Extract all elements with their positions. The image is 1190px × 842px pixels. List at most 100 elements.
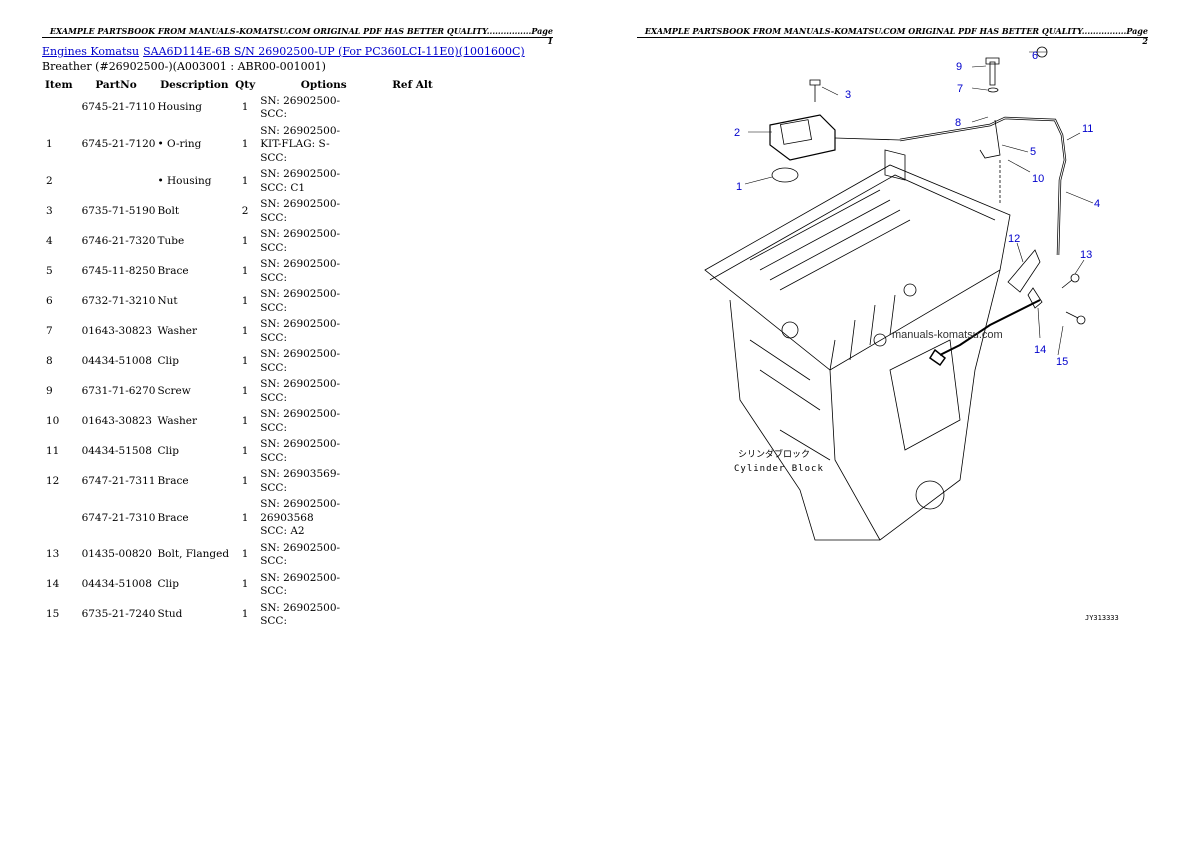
cell-refalt [389,570,436,600]
option-line: SCC: C1 [260,181,306,194]
option-line: SN: 26902500- [260,288,341,300]
cell-options: SN: 26902500-SCC: [258,227,389,257]
cell-options: SN: 26902500-KIT-FLAG: S-SCC: [258,123,389,167]
cell-qty: 1 [241,354,249,367]
cell-desc: Tube [157,234,185,247]
option-line: SCC: [260,481,288,494]
cell-refalt [389,93,436,123]
cell-options: SN: 26902500-SCC: [258,570,389,600]
cell-qty: 1 [241,294,249,307]
cell-desc: Clip [157,354,179,367]
option-line: KIT-FLAG: S- [260,138,330,150]
option-line: SN: 26902500- [260,198,341,210]
callout-8[interactable]: 8 [955,117,961,129]
callout-11[interactable]: 11 [1082,123,1093,135]
cell-refalt [389,497,436,541]
cell-refalt [389,600,436,630]
option-line: SN: 26902500- [260,571,341,584]
callout-4[interactable]: 4 [1094,198,1100,210]
cell-partno: 6745-21-7120 [81,138,156,150]
callout-13[interactable]: 13 [1080,249,1092,261]
callout-10[interactable]: 10 [1032,173,1044,185]
cell-options: SN: 26902500-SCC: [258,317,389,347]
cell-partno: 04434-51508 [81,444,152,457]
option-line: SCC: [260,585,288,597]
cell-item [42,93,76,123]
cell-desc: Bolt, Flanged [157,548,230,561]
callout-12[interactable]: 12 [1008,233,1020,245]
callout-3[interactable]: 3 [845,89,851,101]
option-line: SCC: [260,271,288,284]
breadcrumb-model-link[interactable]: SAA6D114E-6B S/N 26902500-UP (For PC360L… [143,45,525,58]
cell-qty: 1 [241,444,249,457]
cell-item: 3 [46,204,53,217]
cell-qty: 1 [241,414,249,427]
callout-15[interactable]: 15 [1056,356,1068,368]
cell-refalt [389,540,436,570]
cell-qty: 2 [241,204,249,217]
engine-drawing [704,46,1086,541]
callout-6[interactable]: 6 [1032,50,1038,62]
cell-desc: Washer [157,324,197,337]
table-header-row: Item PartNo Description Qty Options Ref … [42,76,436,93]
cell-desc: Brace [157,511,189,524]
cell-desc: Brace [157,264,189,277]
cell-qty: 1 [241,101,249,114]
callout-5[interactable]: 5 [1030,146,1036,158]
cell-partno: 6747-21-7310 [81,511,156,524]
col-options: Options [300,78,347,91]
cell-refalt [389,287,436,317]
cell-qty: 1 [241,384,249,397]
cell-desc: Clip [157,578,179,591]
cell-desc: Screw [157,384,191,397]
cell-desc: Bolt [157,204,180,217]
cell-partno: 6731-71-6270 [81,384,156,397]
option-line: SCC: [260,151,288,164]
cell-desc: Brace [157,474,189,487]
cell-partno: 6735-71-5190 [81,204,156,217]
col-partno: PartNo [95,78,137,91]
cell-options: SN: 26902500-SCC: [258,437,389,467]
option-line: SCC: A2 [260,525,305,537]
option-line: SCC: [260,615,288,627]
option-line: SN: 26902500- [260,541,341,554]
cell-item: 11 [46,444,60,457]
cell-options: SN: 26902500-SCC: [258,347,389,377]
breadcrumb-engines-link[interactable]: Engines Komatsu [42,45,140,58]
col-refalt: Ref Alt [392,78,433,91]
cell-partno: 6735-21-7240 [81,608,156,621]
cell-options: SN: 26902500-SCC: [258,407,389,437]
callout-7[interactable]: 7 [957,83,963,95]
callout-9[interactable]: 9 [956,61,962,73]
cell-options: SN: 26902500-SCC: [258,257,389,287]
parts-table: Item PartNo Description Qty Options Ref … [42,76,436,630]
callout-1[interactable]: 1 [736,181,742,193]
cell-options: SN: 26902500-SCC: [258,93,389,123]
cell-refalt [389,123,436,167]
option-line: SN: 26902500- [260,438,341,450]
cell-qty: 1 [241,174,249,187]
cell-refalt [389,377,436,407]
cell-partno: 6746-21-7320 [81,234,156,247]
cell-qty: 1 [241,474,249,487]
option-line: SCC: [260,391,288,404]
option-line: SN: 26902500- [260,601,341,614]
cell-desc: Washer [157,414,197,427]
callout-14[interactable]: 14 [1034,344,1046,356]
cell-refalt [389,317,436,347]
cell-item: 15 [46,608,60,621]
callout-2[interactable]: 2 [734,127,740,139]
cell-qty: 1 [241,234,249,247]
cell-qty: 1 [241,578,249,591]
cell-options: SN: 26903569-SCC: [258,467,389,497]
option-line: SN: 26902500-26903568 [260,498,341,524]
